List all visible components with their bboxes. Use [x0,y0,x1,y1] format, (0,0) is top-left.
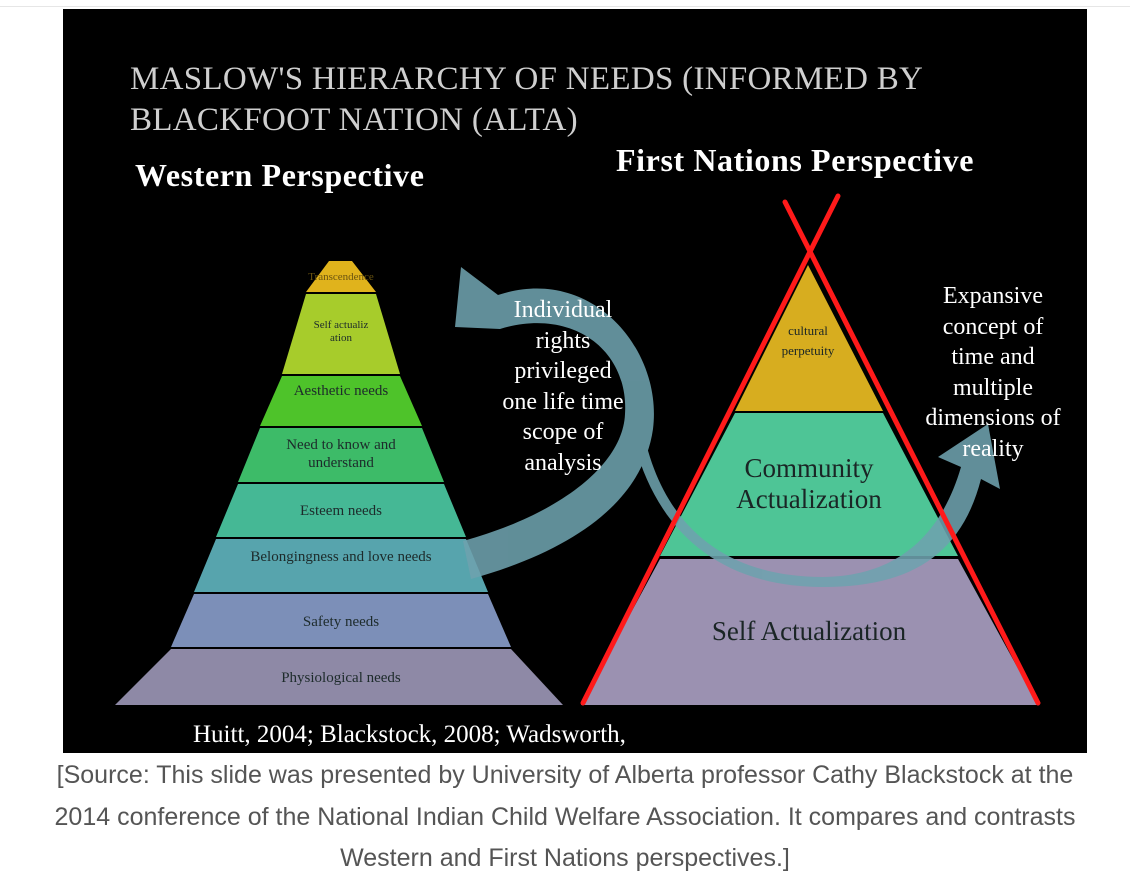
tipi-label-cultural-perpetuity: cultural perpetuity [781,323,835,358]
individual-line: Individual [513,297,613,323]
expansive-line: time and [951,344,1035,370]
tipi-tier-self-actualization [581,559,1038,705]
level-label-self-actualization: Self actualization [313,319,369,344]
expansive-concept-text: Expansive concept of time and multiple d… [908,281,1078,464]
tipi-label-community: Community Actualization [736,453,882,514]
citation-text: Huitt, 2004; Blackstock, 2008; Wadsworth… [193,721,626,748]
level-label-esteem: Esteem needs [299,503,383,519]
tipi-pole-left [580,193,841,706]
individual-line: privileged [514,358,612,384]
western-tier-safety [171,594,511,647]
top-divider [0,6,1130,7]
individual-rights-text: Individual rights privileged one life ti… [473,295,653,478]
western-tier-belonging [194,539,488,592]
individual-line: rights [535,327,591,354]
western-tier-self-actualization [282,294,400,374]
tipi-tier-cultural-perpetuity [735,265,883,411]
level-label-safety: Safety needs [302,614,380,630]
level-label-belonging: Belongingness and love needs [250,549,432,565]
expansive-line: reality [962,435,1024,462]
level-label-physiological: Physiological needs [281,670,401,686]
western-perspective-heading: Western Perspective [135,157,425,193]
expansive-line: dimensions of [925,405,1061,431]
slide-graphics [115,193,1041,706]
slide-image: MASLOW'S HIERARCHY OF NEEDS (INFORMED BY… [63,9,1087,753]
individual-line: analysis [524,449,602,476]
arrow-band-left [455,267,654,579]
level-label-transcendence: Transcendence [308,271,374,283]
level-label-aesthetic: Aesthetic needs [293,383,389,399]
slide-title: MASLOW'S HIERARCHY OF NEEDS (INFORMED BY… [130,61,922,138]
level-label-know: Need to know and understand [286,437,396,471]
expansive-line: concept of [942,313,1044,340]
curved-arrow [455,267,1000,587]
tipi-pole-right [782,199,1041,706]
tipi-label-self-actualization: Self Actualization [711,616,907,646]
first-nations-tipi [581,265,1038,705]
individual-line: scope of [522,419,604,445]
western-tier-physiological [115,649,563,705]
expansive-line: Expansive [943,283,1043,309]
tipi-tier-community [660,413,958,556]
first-nations-perspective-heading: First Nations Perspective [616,142,975,178]
western-tier-transcendence [306,261,376,292]
western-pyramid [115,261,563,705]
expansive-line: multiple [953,374,1033,401]
individual-line: one life time [502,388,624,415]
western-tier-esteem [216,484,466,537]
western-tier-know [238,428,444,482]
western-tier-aesthetic [260,376,422,426]
tipi-poles [580,193,1041,706]
image-caption: [Source: This slide was presented by Uni… [54,761,1076,872]
